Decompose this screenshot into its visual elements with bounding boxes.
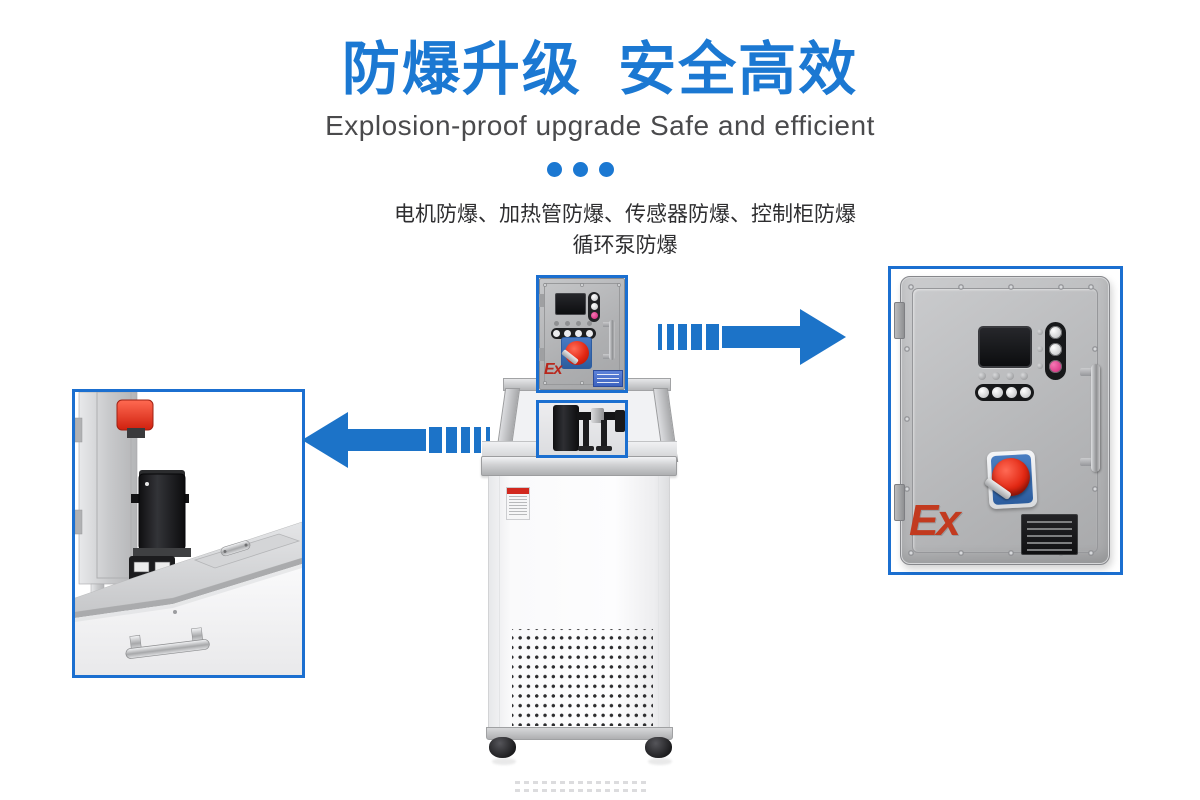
screw xyxy=(1020,372,1028,380)
control-box-highlight: Ex xyxy=(536,275,628,393)
pump-motor xyxy=(553,405,579,451)
hinge xyxy=(894,302,905,339)
vent-grille xyxy=(512,629,653,726)
dot-icon xyxy=(572,162,588,177)
page-title: 防爆升级 安全高效 xyxy=(341,37,859,102)
hinge xyxy=(539,294,544,307)
handle-mount xyxy=(1080,368,1093,376)
pump-highlight-box xyxy=(536,400,628,458)
post-base xyxy=(596,446,612,451)
warning-label xyxy=(506,487,530,520)
base-strip xyxy=(486,727,673,740)
lid-handle xyxy=(220,540,251,557)
door-handle xyxy=(1091,364,1100,472)
support-post xyxy=(601,420,607,448)
mini-keypad xyxy=(551,328,596,339)
switch-backplate xyxy=(561,337,592,369)
drawer-handle xyxy=(125,627,210,659)
caster-foot xyxy=(645,737,672,758)
handle-mount xyxy=(603,322,611,327)
circulating-pump-motor xyxy=(131,470,191,557)
nameplate xyxy=(1021,514,1078,555)
keypad-strip xyxy=(975,384,1034,401)
pipe-elbow xyxy=(615,410,625,432)
divider-dots-icon xyxy=(0,162,1160,177)
feature-line-1: 电机防爆、加热管防爆、传感器防爆、控制柜防爆 xyxy=(394,203,856,226)
front-panel xyxy=(75,564,302,675)
explosion-proof-cabinet-photo: Ex xyxy=(888,266,1123,575)
spec-label xyxy=(593,370,623,387)
cabinet-screws xyxy=(891,269,1120,572)
right-button xyxy=(1006,387,1017,398)
reflection xyxy=(515,781,648,784)
feature-line-2: 循环泵防爆 xyxy=(572,234,678,257)
mini-display xyxy=(555,293,586,315)
screw xyxy=(576,321,581,326)
screw xyxy=(1037,329,1043,335)
button xyxy=(591,303,598,310)
left-button xyxy=(992,387,1003,398)
tank-lid xyxy=(193,533,301,569)
screw xyxy=(565,321,570,326)
right-arrow-icon xyxy=(658,309,846,365)
dot-icon xyxy=(546,162,562,177)
top-rim xyxy=(481,456,677,476)
button xyxy=(575,330,582,337)
power-button xyxy=(1049,360,1062,373)
ex-marking: Ex xyxy=(909,496,961,545)
screw xyxy=(992,372,1000,380)
pipe-fitting xyxy=(591,408,604,423)
button xyxy=(564,330,571,337)
left-arrow-icon xyxy=(302,412,490,468)
screw xyxy=(1037,363,1043,369)
stainless-tabletop xyxy=(74,521,303,618)
caster-foot xyxy=(489,737,516,758)
post-base xyxy=(578,446,594,451)
feature-list: 电机防爆、加热管防爆、传感器防爆、控制柜防爆 循环泵防爆 xyxy=(300,199,950,261)
power-button xyxy=(591,312,598,319)
rotary-switch-plate xyxy=(983,449,1038,510)
up-button xyxy=(1020,387,1031,398)
screw xyxy=(554,321,559,326)
hinge xyxy=(894,484,905,521)
dot-icon xyxy=(598,162,614,177)
menu-button xyxy=(978,387,989,398)
door-handle xyxy=(609,320,615,360)
screw xyxy=(978,372,986,380)
machine-side-column xyxy=(74,391,154,585)
screw xyxy=(587,321,592,326)
temperature-display xyxy=(978,326,1032,368)
pump-detail-photo xyxy=(72,389,305,678)
page-subtitle: Explosion-proof upgrade Safe and efficie… xyxy=(325,110,875,141)
handle-mount xyxy=(1080,458,1093,466)
hinge xyxy=(539,348,544,361)
screw xyxy=(1037,346,1043,352)
button xyxy=(1049,326,1062,339)
ex-marking: Ex xyxy=(544,361,563,378)
button xyxy=(553,330,560,337)
screw xyxy=(1006,372,1014,380)
red-valve-cap xyxy=(116,399,154,431)
reflection xyxy=(515,789,648,792)
support-post xyxy=(583,420,589,448)
pump-detail-illustration xyxy=(74,391,303,676)
button xyxy=(586,330,593,337)
handle-mount xyxy=(603,354,611,359)
foot-shadow xyxy=(492,758,516,765)
button xyxy=(1049,343,1062,356)
button xyxy=(591,294,598,301)
foot-shadow xyxy=(648,758,672,765)
